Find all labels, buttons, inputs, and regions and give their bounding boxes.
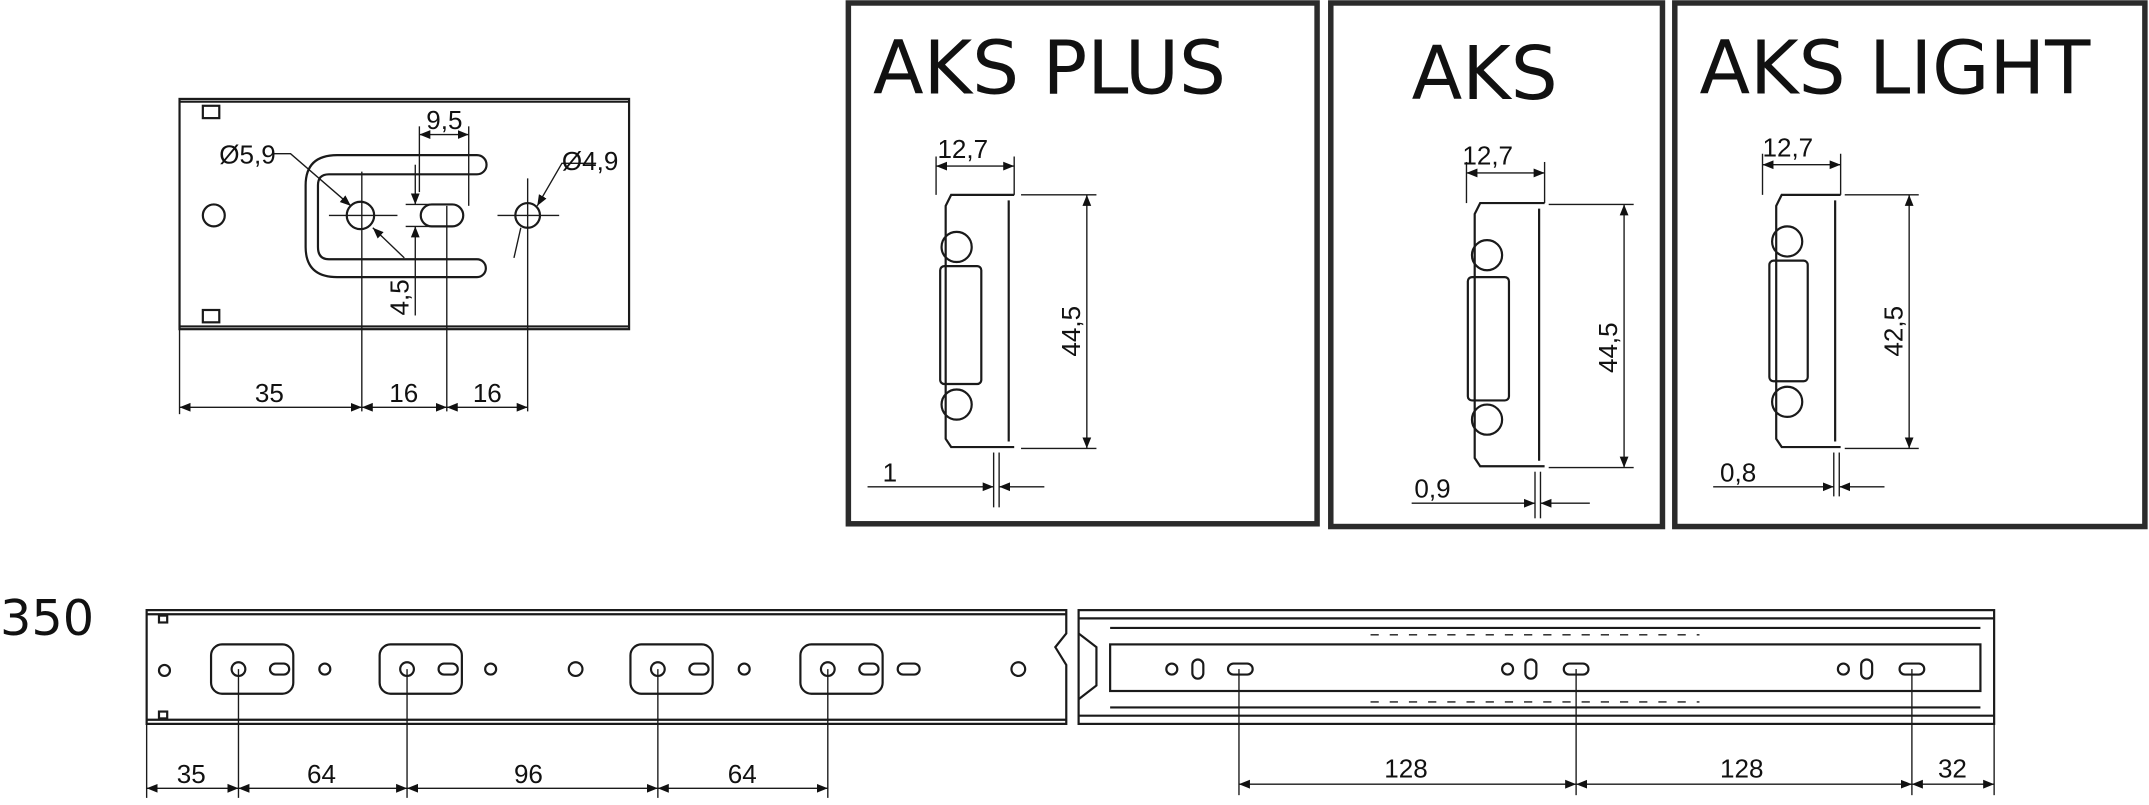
- profile-aks-plus: AKS PLUS 12,7 44,5 1: [845, 0, 1320, 527]
- length-label: 350: [0, 589, 94, 647]
- cabinet-dim-4: 64: [728, 759, 757, 789]
- cabinet-dim-2: 64: [307, 759, 336, 789]
- title-aks: AKS: [1412, 31, 1558, 117]
- tab-bottom: [201, 308, 221, 324]
- spacing-label-3: 16: [473, 378, 502, 408]
- height-label: 44,5: [1593, 322, 1623, 373]
- tab-top: [201, 104, 221, 120]
- width-label: 12,7: [1462, 141, 1513, 171]
- thickness-label: 0,9: [1414, 474, 1450, 504]
- keyholes: [209, 643, 1027, 695]
- bracket-detail: 9,5 4,5 Ø5,9 Ø4,9 35 16 16: [178, 97, 631, 415]
- cabinet-dim-3: 96: [514, 759, 543, 789]
- thickness-label: 1: [883, 457, 897, 487]
- title-aks-plus: AKS PLUS: [873, 25, 1226, 111]
- profile-aks-light: AKS LIGHT 12,7 42,5 0,8: [1672, 0, 2148, 530]
- drawer-dim-3: 32: [1938, 753, 1967, 783]
- cabinet-rail: 35 64 96 64: [145, 609, 1068, 798]
- slot-length-label: 9,5: [426, 105, 462, 135]
- height-label: 44,5: [1056, 306, 1086, 357]
- drawer-dim-1: 128: [1384, 753, 1427, 783]
- drawer-rail: 128 128 32: [1077, 609, 1996, 796]
- width-label: 12,7: [937, 134, 988, 164]
- cabinet-dim-1: 35: [177, 759, 206, 789]
- profile-aks: AKS 12,7 44,5 0,9: [1328, 0, 1666, 530]
- thickness-label: 0,8: [1720, 457, 1756, 487]
- large-hole-label: Ø5,9: [219, 139, 275, 169]
- title-aks-light: AKS LIGHT: [1699, 25, 2091, 111]
- keyhole-outline: [304, 154, 488, 279]
- width-label: 12,7: [1763, 132, 1814, 162]
- spacing-label-1: 35: [255, 378, 284, 408]
- height-label: 42,5: [1878, 306, 1908, 357]
- small-hole-label: Ø4,9: [562, 146, 618, 176]
- drawer-dim-2: 128: [1720, 753, 1763, 783]
- spacing-label-2: 16: [389, 378, 418, 408]
- slot-width-label: 4,5: [384, 279, 414, 315]
